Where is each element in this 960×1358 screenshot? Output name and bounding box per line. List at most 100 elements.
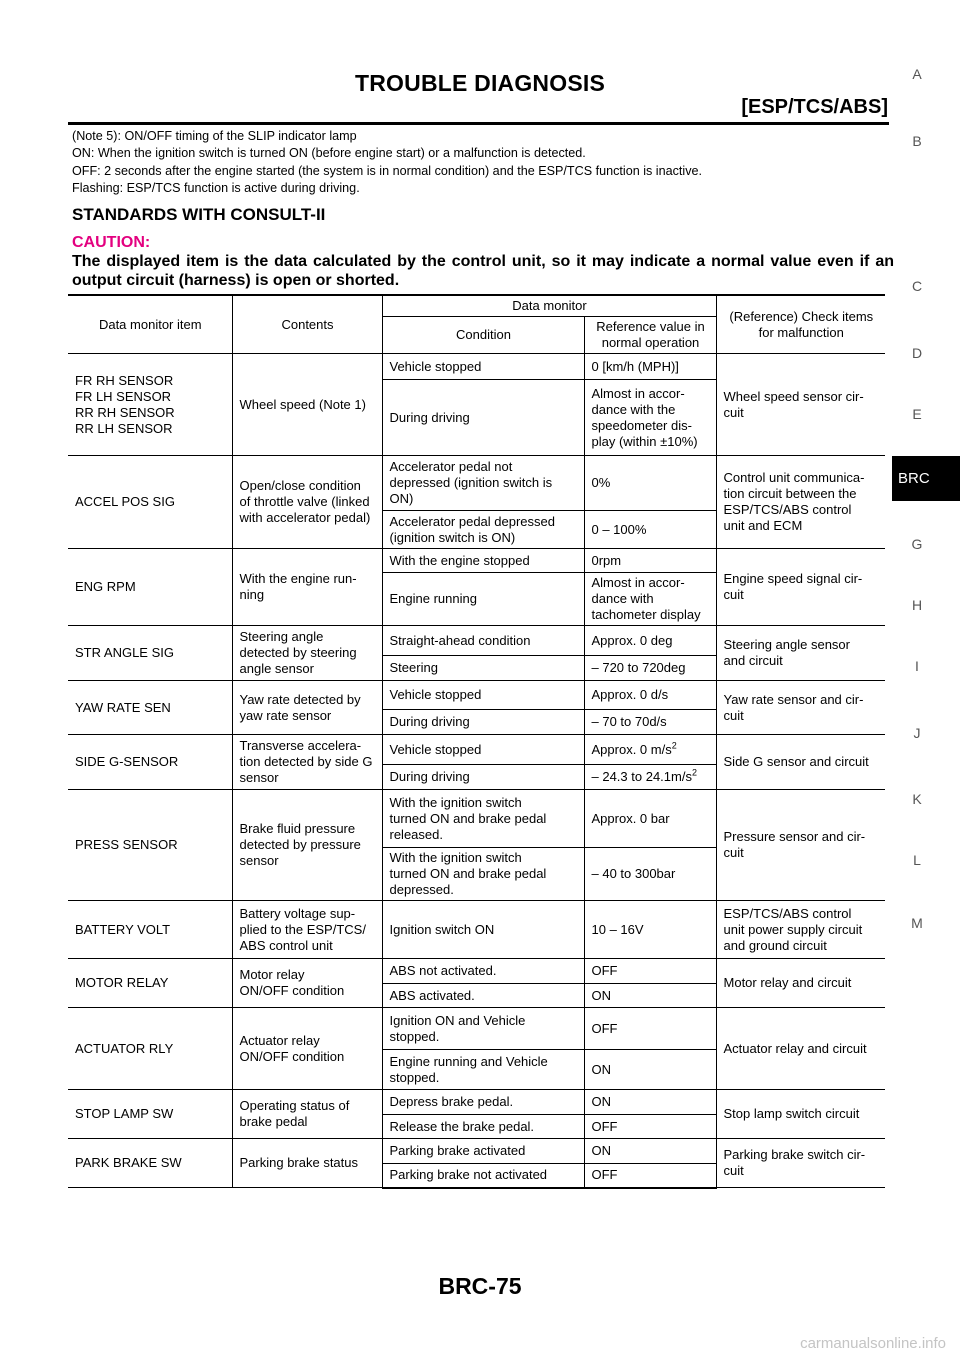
section-tab[interactable]: K: [912, 791, 922, 807]
reference-value-cell: 10 – 16V: [583, 900, 717, 959]
section-tab[interactable]: I: [915, 658, 919, 674]
reference-value-cell: ON: [583, 983, 717, 1008]
condition-cell: Parking brake not activated: [381, 1163, 584, 1189]
section-tab[interactable]: M: [911, 915, 923, 931]
reference-value-cell: ON: [583, 1089, 717, 1115]
condition-cell: Parking brake activated: [381, 1138, 584, 1164]
section-tab[interactable]: G: [911, 536, 923, 552]
table-row: During driving– 24.3 to 24.1m/s2: [68, 764, 885, 790]
reference-value-text: – 720 to 720deg: [591, 660, 686, 675]
check-items-cell: Control unit communica-tion circuit betw…: [715, 455, 886, 549]
condition-cell: Ignition switch ON: [381, 900, 584, 959]
note-line: (Note 5): ON/OFF timing of the SLIP indi…: [72, 129, 357, 143]
reference-value-cell: OFF: [583, 1114, 717, 1139]
item-cell: BATTERY VOLT: [68, 900, 232, 959]
table-row: Steering – 720 to 720deg: [68, 655, 885, 681]
table-row: Accelerator pedal depressed(ignition swi…: [68, 510, 885, 549]
reference-value-text: ON: [591, 1094, 612, 1109]
table-row: Release the brake pedal.OFF: [68, 1114, 885, 1139]
header-reference-value: Reference value in normal operation: [583, 316, 717, 354]
header-contents: Contents: [231, 294, 382, 354]
condition-cell: Straight-ahead condition: [381, 625, 584, 656]
condition-cell: Vehicle stopped: [381, 353, 584, 380]
check-items-cell: Engine speed signal cir-cuit: [715, 548, 886, 626]
reference-value-text: 0 [km/h (MPH)]: [591, 358, 679, 374]
check-items-cell: Wheel speed sensor cir-cuit: [715, 353, 886, 456]
reference-value-text: OFF: [591, 1020, 618, 1036]
note-line: OFF: 2 seconds after the engine started …: [72, 163, 702, 178]
section-tab[interactable]: B: [912, 133, 922, 149]
page-number: BRC-75: [438, 1273, 522, 1299]
section-heading: STANDARDS WITH CONSULT-II: [72, 205, 326, 224]
item-cell: ENG RPM: [68, 548, 232, 626]
section-tab[interactable]: E: [912, 406, 922, 422]
condition-cell: Steering: [381, 655, 584, 681]
reference-value-text: Approx. 0 deg: [591, 632, 673, 648]
condition-cell: Vehicle stopped: [381, 734, 584, 765]
reference-value-cell: – 24.3 to 24.1m/s2: [583, 764, 717, 790]
page-subtitle: [ESP/TCS/ABS]: [741, 96, 888, 118]
reference-value-text: – 40 to 300bar: [591, 866, 676, 881]
reference-value-cell: 0 – 100%: [583, 510, 717, 549]
reference-value-cell: Approx. 0 m/s2: [583, 734, 717, 765]
condition-cell: ABS activated.: [381, 983, 584, 1008]
section-tab[interactable]: C: [911, 278, 923, 294]
reference-value-cell: Approx. 0 deg: [583, 625, 717, 656]
check-items-cell: Pressure sensor and cir-cuit: [715, 789, 886, 901]
header-data-monitor: Data monitor: [381, 294, 717, 317]
section-index-tabs: A B C D E BRC G H I J K L M: [892, 0, 960, 1358]
item-cell: MOTOR RELAY: [68, 958, 232, 1008]
reference-value-text: OFF: [591, 1167, 618, 1183]
reference-value-cell: OFF: [583, 1163, 717, 1189]
reference-value-text: 0rpm: [591, 552, 622, 568]
contents-cell: With the engine run-ning: [231, 548, 382, 626]
reference-value-text: – 24.3 to 24.1m/s: [591, 769, 692, 784]
reference-value-cell: – 720 to 720deg: [583, 655, 717, 681]
item-cell: SIDE G-SENSOR: [68, 734, 232, 790]
superscript: 2: [671, 740, 677, 751]
section-tab-active[interactable]: BRC: [892, 456, 960, 501]
section-tab[interactable]: J: [913, 725, 921, 741]
condition-cell: During driving: [381, 764, 584, 790]
section-tab[interactable]: L: [913, 852, 921, 868]
reference-value-text: 0 – 100%: [591, 521, 647, 537]
section-tab[interactable]: D: [911, 345, 923, 361]
reference-value-cell: OFF: [583, 958, 717, 984]
header-condition: Condition: [381, 316, 584, 354]
item-cell: PARK BRAKE SW: [68, 1138, 232, 1188]
reference-value-cell: 0%: [583, 455, 717, 511]
note-line: Flashing: ESP/TCS function is active dur…: [72, 181, 360, 196]
contents-cell: Battery voltage sup-plied to the ESP/TCS…: [231, 900, 382, 959]
item-cell: ACCEL POS SIG: [68, 455, 232, 549]
reference-value-text: 0%: [591, 475, 611, 490]
section-tab[interactable]: A: [912, 66, 922, 82]
check-items-cell: Side G sensor and circuit: [715, 734, 886, 790]
header-item: Data monitor item: [68, 294, 232, 354]
condition-cell: During driving: [381, 379, 584, 456]
item-cell: STR ANGLE SIG: [68, 625, 232, 681]
reference-value-text: OFF: [591, 963, 618, 978]
reference-value-text: ON: [591, 987, 612, 1003]
section-tab[interactable]: H: [911, 597, 923, 613]
reference-value-cell: 0 [km/h (MPH)]: [583, 353, 717, 380]
check-items-cell: Parking brake switch cir-cuit: [715, 1138, 886, 1188]
note-line: ON: When the ignition switch is turned O…: [72, 146, 586, 161]
